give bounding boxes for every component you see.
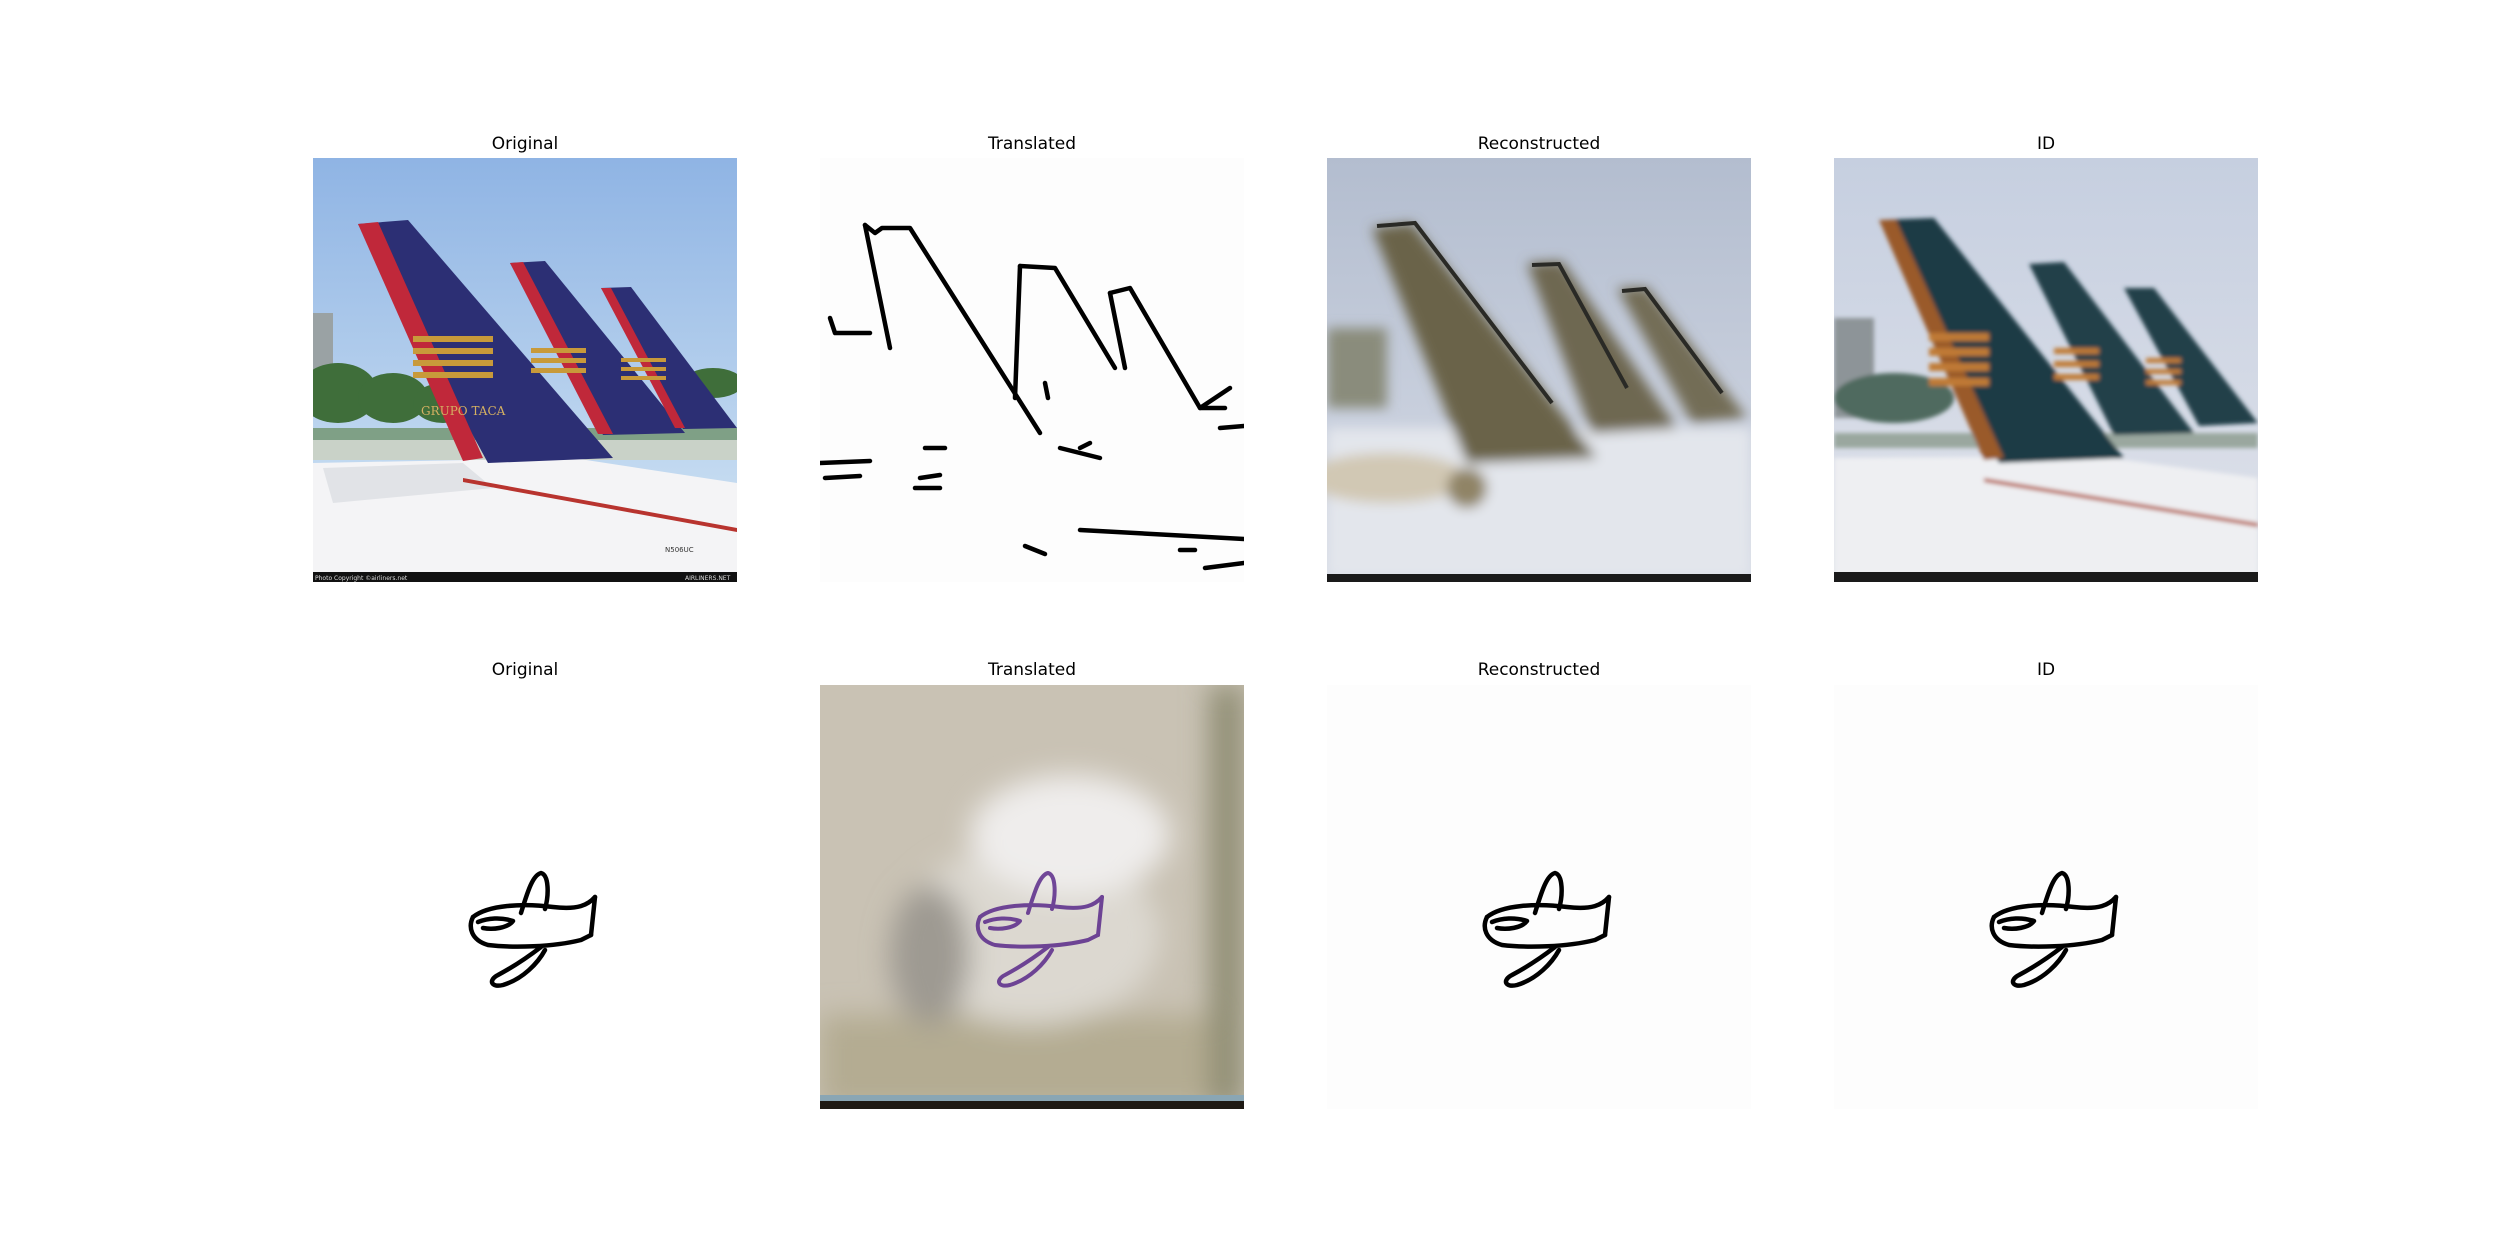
registration-text: N506UC xyxy=(665,546,694,554)
panel-title-id-row2: ID xyxy=(2036,660,2056,680)
watermark-text: AIRLINERS.NET xyxy=(685,575,731,582)
photo-credit-text: Photo Copyright ©airliners.net xyxy=(315,575,408,582)
panel-reconstructed-row1 xyxy=(1327,158,1751,582)
airplane-sketch-image xyxy=(313,685,737,1109)
sketch-tails-image xyxy=(820,158,1244,582)
panel-original-row2 xyxy=(313,685,737,1109)
blurry-airplane-image xyxy=(820,685,1244,1109)
panel-title-translated-row1: Translated xyxy=(988,134,1076,154)
panel-title-id-row1: ID xyxy=(2036,134,2056,154)
panel-title-reconstructed-row1: Reconstructed xyxy=(1477,134,1601,154)
panel-id-row2 xyxy=(1834,685,2258,1109)
blurry-tails-image xyxy=(1327,158,1751,582)
panel-title-original-row1: Original xyxy=(491,134,559,154)
recolored-tails-image xyxy=(1834,158,2258,582)
panel-id-row1 xyxy=(1834,158,2258,582)
panel-reconstructed-row2 xyxy=(1327,685,1751,1109)
airline-tails-photo: GRUPO TACA N506UC Photo Copyright ©airli… xyxy=(313,158,737,582)
panel-title-reconstructed-row2: Reconstructed xyxy=(1477,660,1601,680)
panel-original-row1: GRUPO TACA N506UC Photo Copyright ©airli… xyxy=(313,158,737,582)
livery-text: GRUPO TACA xyxy=(421,404,506,418)
panel-title-original-row2: Original xyxy=(491,660,559,680)
reconstructed-airplane-sketch xyxy=(1327,685,1751,1109)
panel-title-translated-row2: Translated xyxy=(988,660,1076,680)
panel-translated-row2 xyxy=(820,685,1244,1109)
id-airplane-sketch xyxy=(1834,685,2258,1109)
panel-translated-row1 xyxy=(820,158,1244,582)
